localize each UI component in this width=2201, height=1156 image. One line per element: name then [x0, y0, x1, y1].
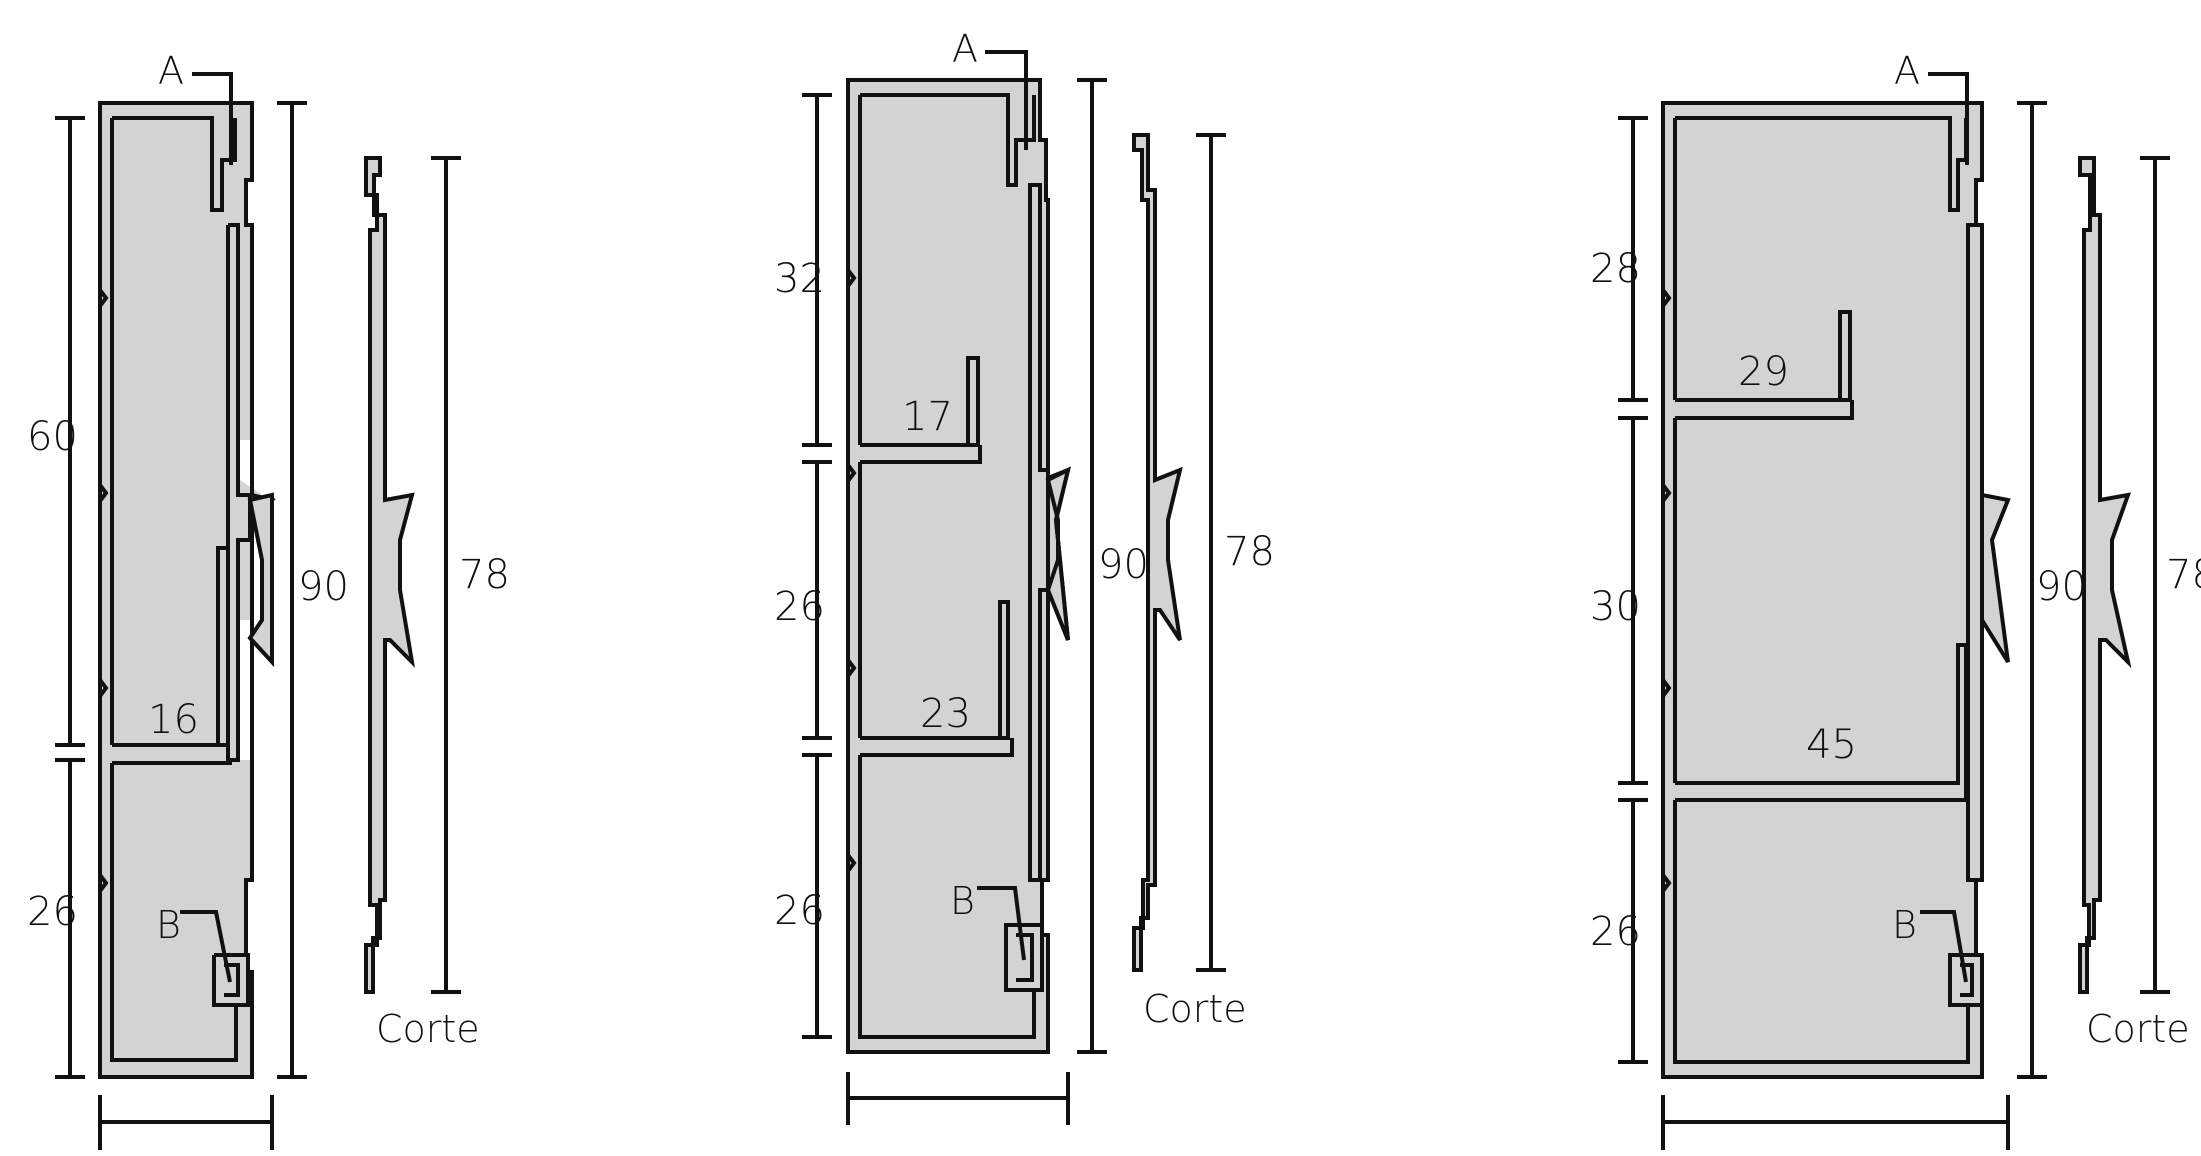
profile-2-dim-width	[846, 1072, 1070, 1125]
profile-1-label-b: B	[156, 903, 180, 947]
profile-3-dim-clip	[2140, 156, 2170, 994]
profile-1-segment-1: 26	[27, 889, 78, 935]
profile-1-leader-b	[180, 910, 232, 983]
profile-1-section-caption: Corte	[376, 1007, 480, 1051]
profile-3	[1661, 101, 2011, 1079]
profile-2-inner-outline	[858, 93, 1036, 1039]
profile-3-inner-outline	[1673, 116, 1970, 1064]
profile-1-total-height: 90	[298, 564, 349, 610]
profile-2-section-caption: Corte	[1143, 987, 1247, 1031]
profile-2-shelf-17	[860, 356, 982, 464]
profile-1-clip-section	[364, 156, 415, 994]
profile-2-segment-1: 26	[774, 584, 825, 630]
profile-3-segment-1: 30	[1590, 584, 1641, 630]
profile-1-shelf-label-0: 16	[148, 697, 199, 743]
profile-1-inner-outline	[110, 116, 238, 1062]
profile-3-label-a: A	[1894, 49, 1919, 93]
profile-3-leader-a	[1928, 72, 1969, 165]
profile-2-leader-b	[977, 886, 1026, 961]
profile-3-clip-section	[2078, 156, 2132, 994]
profile-3-left-wall-notches	[1661, 288, 1672, 893]
profile-2-segment-0: 32	[774, 256, 825, 302]
profile-2-shelf-23	[860, 600, 1014, 757]
profile-2-dimensions	[802, 50, 1226, 1125]
profile-1-right-wall	[226, 223, 252, 762]
profile-3-dim-width	[1661, 1095, 2010, 1150]
profile-1-dim-total	[277, 101, 307, 1079]
profile-1-left-wall-notches	[98, 288, 109, 893]
profile-3-dimensions	[1618, 72, 2170, 1150]
profile-1-dim-left	[55, 116, 85, 1079]
profile-3-body	[1663, 103, 2008, 1077]
profile-3-segment-2: 26	[1590, 909, 1641, 955]
profile-1-dim-clip	[431, 156, 461, 994]
profile-2-clip-height: 78	[1224, 529, 1275, 575]
profile-3-segment-0: 28	[1590, 246, 1641, 292]
profile-3-shelf-29	[1675, 310, 1854, 420]
profile-1-leader-a	[192, 72, 233, 165]
profile-1-labels: A B 60 26 16 90 78 Corte	[27, 49, 510, 1051]
profile-3-leader-b	[1920, 910, 1968, 983]
profile-3-section-caption: Corte	[2086, 1007, 2190, 1051]
profile-1	[98, 101, 276, 1079]
profile-3-total-height: 90	[2036, 564, 2087, 610]
profile-3-dim-total	[2017, 101, 2047, 1079]
profile-2-dim-clip	[1196, 133, 1226, 972]
profile-3-dim-left	[1618, 116, 1648, 1064]
profile-2-total-height: 90	[1098, 542, 1149, 588]
profile-1-segment-0: 60	[27, 414, 78, 460]
profile-1-dim-width	[98, 1095, 274, 1150]
profile-1-clip-height: 78	[459, 552, 510, 598]
profile-3-shelf-45	[1675, 643, 1968, 802]
profile-2-label-a: A	[952, 27, 977, 71]
profile-2-clip-section	[1132, 133, 1183, 972]
profile-1-label-a: A	[158, 49, 183, 93]
profile-2-segment-2: 26	[774, 888, 825, 934]
profile-2-leader-a	[985, 50, 1028, 150]
profile-3-shelf-label-1: 45	[1806, 722, 1857, 768]
profile-2-dim-total	[1077, 78, 1107, 1054]
profile-2-dim-left	[802, 93, 832, 1039]
profile-2-clip-tooth	[1045, 466, 1071, 641]
profile-2-body	[848, 80, 1068, 1052]
profile-1-clip-tooth	[247, 492, 274, 668]
profile-1-dimensions	[55, 72, 461, 1150]
profile-3-label-b: B	[1892, 903, 1916, 947]
profile-2-label-b: B	[950, 879, 974, 923]
profile-2-left-wall-notches	[846, 268, 857, 873]
profile-3-labels: A B 28 30 26 29 45 90 78 Corte	[1590, 49, 2201, 1051]
profile-3-clip-height: 78	[2166, 552, 2201, 598]
profile-3-right-wall	[1966, 223, 1984, 882]
profile-3-shelf-label-0: 29	[1738, 349, 1789, 395]
profile-2-labels: A B 32 26 26 17 23 90 78 Corte	[774, 27, 1275, 1031]
profile-2-shelf-label-0: 17	[902, 394, 953, 440]
profile-2	[846, 78, 1071, 1054]
profile-2-shelf-label-1: 23	[920, 691, 971, 737]
